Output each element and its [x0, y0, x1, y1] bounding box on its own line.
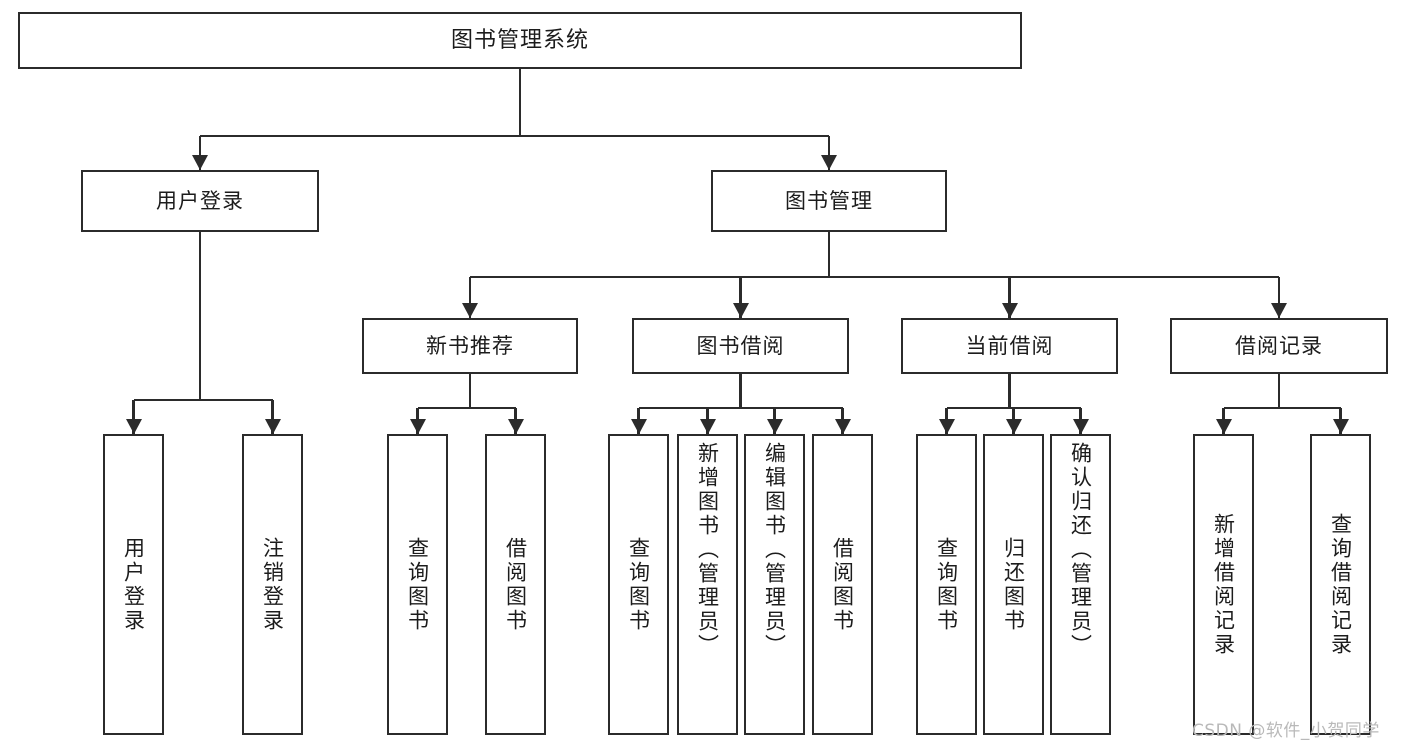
connector-bus-root — [200, 134, 829, 138]
node-label: 归还图书 — [1001, 536, 1026, 633]
node-leaf-return-book[interactable]: 归还图书 — [983, 434, 1044, 735]
node-label: 图书借阅 — [696, 333, 785, 358]
connector-bus-new-book-rec — [417, 406, 516, 410]
connector-drop-current-borrow — [1008, 277, 1011, 318]
arrow-head-icon — [409, 419, 426, 434]
node-leaf-query-record[interactable]: 查询借阅记录 — [1310, 434, 1371, 735]
node-label: 图书管理 — [785, 188, 873, 213]
arrow-head-icon — [834, 419, 851, 434]
connector-drop-leaf-logout — [271, 400, 274, 434]
node-label: 用户登录 — [121, 536, 146, 633]
arrow-head-icon — [192, 155, 208, 170]
arrow-head-icon — [699, 419, 716, 434]
arrow-head-icon — [1215, 419, 1232, 434]
connector-stem-new-book-rec — [468, 374, 472, 408]
arrow-head-icon — [125, 419, 142, 434]
connector-stem-user-login — [198, 232, 202, 400]
node-leaf-confirm-return[interactable]: 确认归还（管理员） — [1050, 434, 1111, 735]
arrow-head-icon — [630, 419, 647, 434]
node-borrow-record[interactable]: 借阅记录 — [1170, 318, 1388, 374]
connector-drop-book-borrow — [739, 277, 742, 318]
connector-drop-user-login — [198, 136, 202, 170]
arrow-head-icon — [1332, 419, 1349, 434]
node-leaf-edit-book[interactable]: 编辑图书（管理员） — [744, 434, 805, 735]
connector-bus-user-login — [133, 398, 273, 402]
node-leaf-user-login[interactable]: 用户登录 — [103, 434, 164, 735]
arrow-head-icon — [821, 155, 837, 170]
node-leaf-borrow-book-2[interactable]: 借阅图书 — [812, 434, 873, 735]
arrow-head-icon — [732, 303, 749, 318]
connector-bus-borrow-record — [1223, 406, 1341, 410]
node-label: 查询借阅记录 — [1328, 512, 1353, 657]
node-label: 注销登录 — [260, 536, 285, 633]
connector-bus-book-manage — [470, 275, 1279, 279]
node-leaf-add-book[interactable]: 新增图书（管理员） — [677, 434, 738, 735]
connector-bus-book-borrow — [638, 406, 843, 410]
arrow-head-icon — [462, 303, 478, 318]
node-leaf-borrow-book-1[interactable]: 借阅图书 — [485, 434, 546, 735]
arrow-head-icon — [938, 419, 955, 434]
arrow-head-icon — [264, 419, 281, 434]
node-new-book-rec[interactable]: 新书推荐 — [362, 318, 578, 374]
connector-stem-book-manage — [827, 232, 831, 277]
arrow-head-icon — [1001, 303, 1018, 318]
node-label: 用户登录 — [156, 188, 244, 213]
connector-drop-new-book-rec — [468, 277, 472, 318]
node-label: 查询图书 — [405, 536, 430, 633]
arrow-head-icon — [1072, 419, 1089, 434]
arrow-head-icon — [1271, 303, 1287, 318]
node-leaf-query-book-2[interactable]: 查询图书 — [608, 434, 669, 735]
node-label: 新增借阅记录 — [1211, 512, 1236, 657]
arrow-head-icon — [1005, 419, 1022, 434]
node-label: 确认归还（管理员） — [1068, 442, 1093, 658]
connector-drop-leaf-user-login — [132, 400, 135, 434]
connector-stem-book-borrow — [739, 374, 742, 408]
node-user-login[interactable]: 用户登录 — [81, 170, 319, 232]
node-current-borrow[interactable]: 当前借阅 — [901, 318, 1118, 374]
node-root[interactable]: 图书管理系统 — [18, 12, 1022, 69]
node-label: 借阅图书 — [503, 536, 528, 633]
node-leaf-query-book-1[interactable]: 查询图书 — [387, 434, 448, 735]
node-leaf-add-record[interactable]: 新增借阅记录 — [1193, 434, 1254, 735]
arrow-head-icon — [766, 419, 783, 434]
arrow-head-icon — [507, 419, 524, 434]
node-label: 当前借阅 — [965, 333, 1054, 358]
node-label: 借阅图书 — [830, 536, 855, 633]
node-book-manage[interactable]: 图书管理 — [711, 170, 947, 232]
connector-stem-borrow-record — [1277, 374, 1281, 408]
watermark-text: CSDN @软件_小贺同学 — [1192, 721, 1380, 741]
node-leaf-logout[interactable]: 注销登录 — [242, 434, 303, 735]
connector-drop-book-manage — [827, 136, 831, 170]
node-label: 查询图书 — [934, 536, 959, 633]
connector-drop-borrow-record — [1277, 277, 1281, 318]
node-leaf-query-book-3[interactable]: 查询图书 — [916, 434, 977, 735]
node-label: 图书管理系统 — [450, 27, 589, 53]
connector-stem-root — [518, 69, 522, 136]
node-label: 借阅记录 — [1235, 333, 1323, 358]
node-label: 新增图书（管理员） — [695, 442, 720, 658]
node-label: 新书推荐 — [426, 333, 514, 358]
node-label: 查询图书 — [626, 536, 651, 633]
node-book-borrow[interactable]: 图书借阅 — [632, 318, 849, 374]
node-label: 编辑图书（管理员） — [762, 442, 787, 658]
connector-stem-current-borrow — [1008, 374, 1011, 408]
